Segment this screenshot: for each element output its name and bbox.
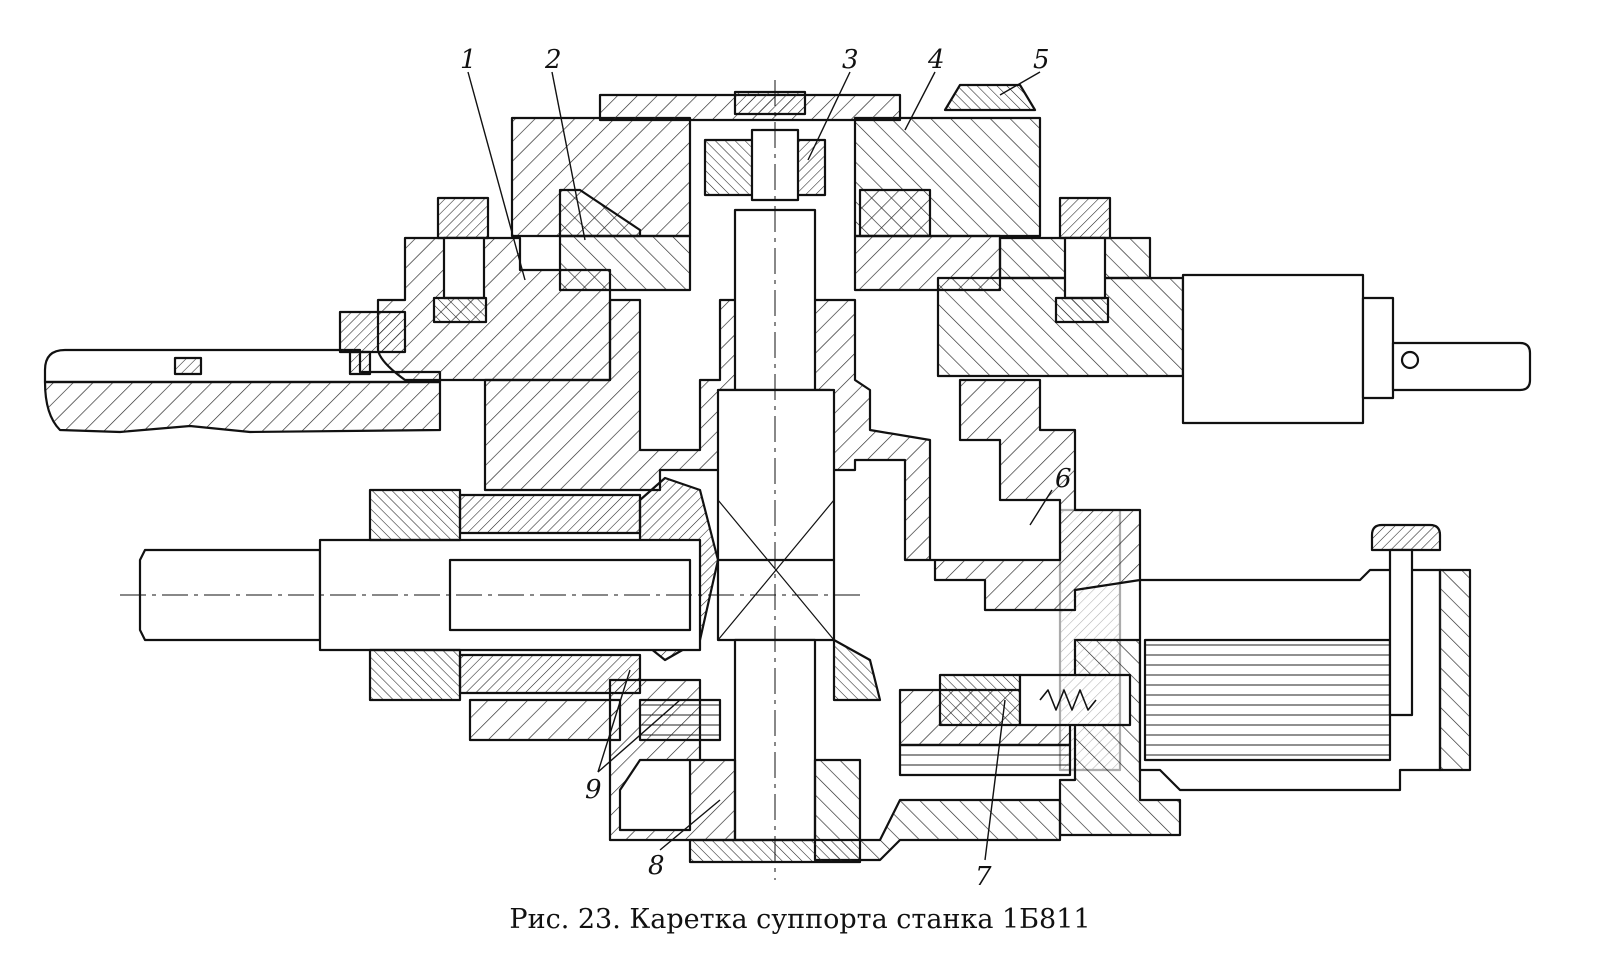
upper-base-plate	[338, 236, 1185, 382]
callout-2: 2	[544, 45, 562, 75]
callout-8: 8	[648, 851, 665, 881]
callout-5: 5	[1033, 45, 1050, 75]
knob	[943, 83, 1037, 112]
oil-reservoir	[1138, 523, 1472, 792]
upper-housing	[510, 93, 1042, 292]
left-guide-bar	[43, 348, 442, 434]
callout-9: 9	[585, 775, 602, 805]
right-guide-rod	[1181, 273, 1532, 425]
callout-3: 3	[842, 45, 859, 75]
callout-labels: 1 2 3 4 5 6 7 8 9	[460, 45, 1072, 892]
callout-4: 4	[927, 45, 945, 75]
figure-caption: Рис. 23. Каретка суппорта станка 1Б811	[509, 904, 1091, 935]
callout-1: 1	[460, 45, 477, 75]
valve-assembly	[938, 508, 1132, 772]
center-lines	[120, 80, 860, 880]
carriage-section-drawing: 1 2 3 4 5 6 7 8 9	[43, 45, 1532, 892]
callout-7: 7	[975, 862, 992, 892]
bolts	[432, 196, 1112, 324]
callout-6: 6	[1055, 464, 1072, 494]
leader-lines	[467, 71, 1053, 861]
